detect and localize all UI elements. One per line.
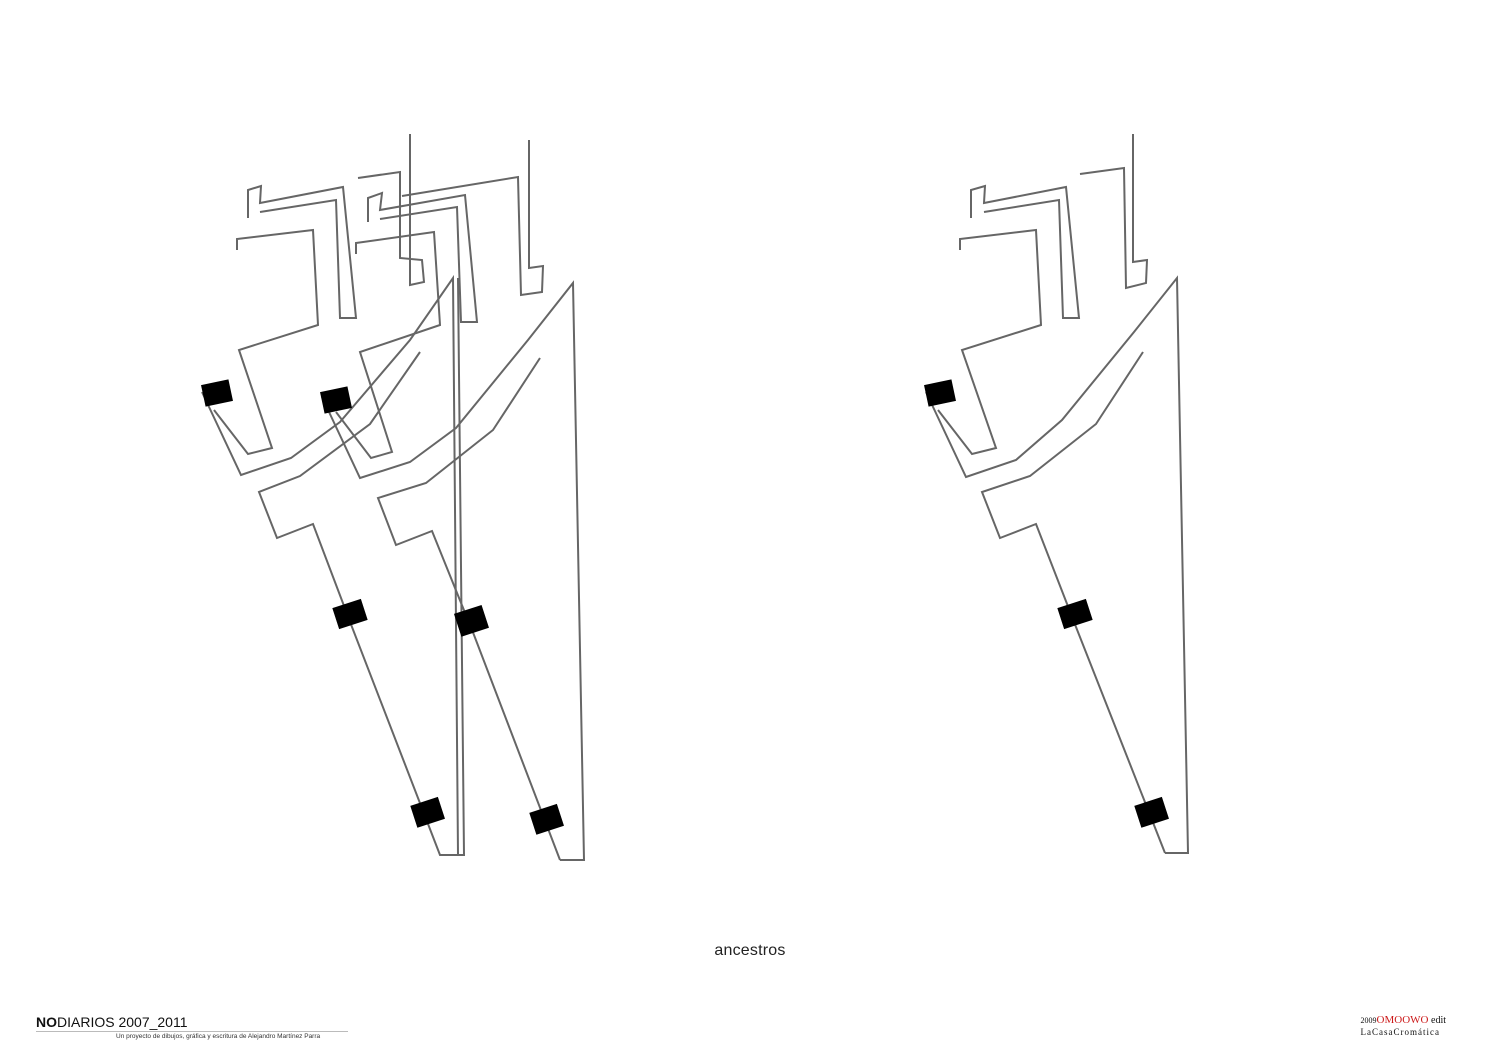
figure-a-arm-outer <box>201 274 460 856</box>
figure-b-head <box>367 191 479 323</box>
series-title-rest: DIARIOS 2007_2011 <box>57 1014 188 1030</box>
series-title: NODIARIOS 2007_2011 <box>36 1014 348 1032</box>
figure-c-arm-upper <box>937 228 1043 456</box>
figure-c-joint-knee <box>1057 598 1093 630</box>
publisher-year: 2009 <box>1360 1016 1377 1025</box>
figure-b-joint-ankle <box>529 803 564 835</box>
figure-c-torso <box>980 351 1166 854</box>
figure-b-torso <box>376 357 561 861</box>
figure-a-head <box>247 184 358 319</box>
publisher-mark: 2009OMOOWO edit LaCasaCromática <box>1361 1014 1446 1038</box>
figure-a-torso <box>257 277 466 856</box>
publisher-brand: OMOOWO <box>1376 1014 1429 1026</box>
figure-c-rod <box>1079 134 1149 290</box>
figure-c <box>924 134 1190 854</box>
series-subtitle: Un proyecto de dibujos, gráfica y escrit… <box>116 1033 321 1040</box>
figure-c-joint-shoulder <box>924 379 956 407</box>
figure-b-rod <box>401 140 545 297</box>
figure-a <box>201 134 466 856</box>
series-title-bold: NO <box>36 1014 57 1030</box>
artwork-caption: ancestros <box>714 942 786 959</box>
figure-b-joint-shoulder <box>320 386 352 414</box>
figure-c-head <box>970 184 1081 319</box>
figure-c-arm-outer <box>925 275 1190 854</box>
figure-a-arm-upper <box>213 228 320 456</box>
figure-c-joint-ankle <box>1134 796 1169 828</box>
figure-a-joint-shoulder <box>201 379 233 407</box>
figure-a-joint-knee <box>332 598 368 630</box>
publisher-house: LaCasaCromática <box>1360 1027 1441 1037</box>
figure-b <box>320 140 586 861</box>
figure-b-arm-upper <box>335 230 442 460</box>
figure-a-rod <box>357 134 426 287</box>
figure-b-joint-knee <box>453 604 489 637</box>
publisher-line: 2009OMOOWO edit <box>1361 1014 1446 1027</box>
figure-a-joint-ankle <box>410 796 445 828</box>
publisher-edit: edit <box>1428 1015 1446 1026</box>
series-credit: NODIARIOS 2007_2011 Un proyecto de dibuj… <box>36 1014 348 1041</box>
figure-b-arm-outer <box>321 280 586 861</box>
